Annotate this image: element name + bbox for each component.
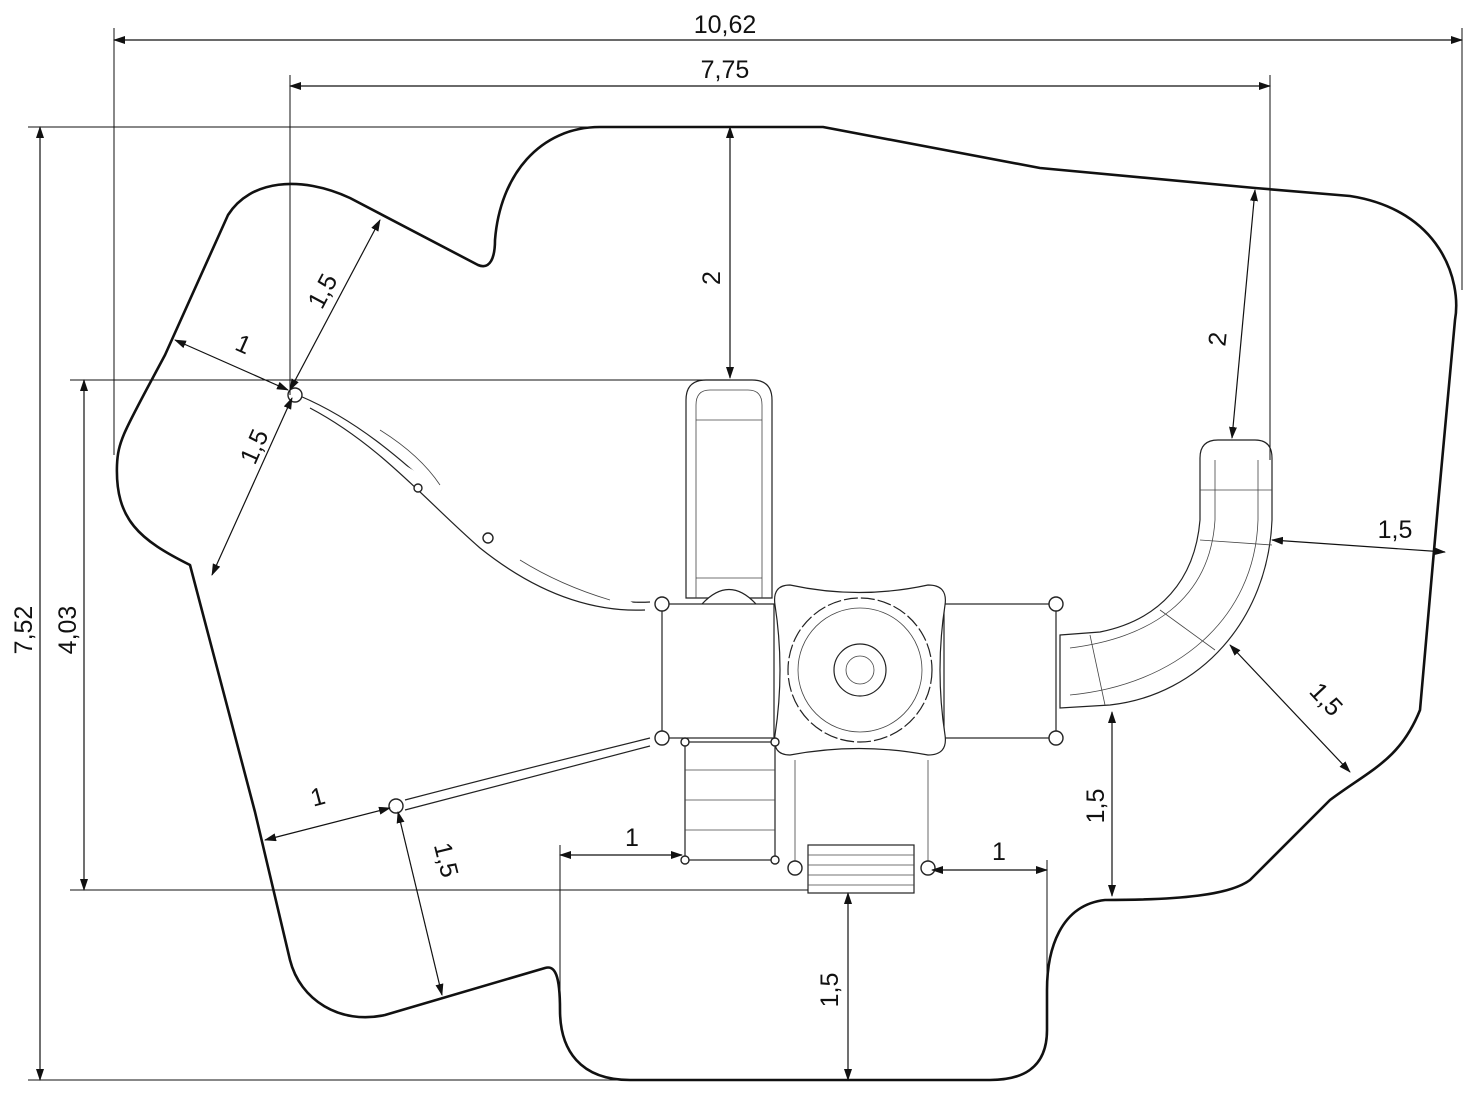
platform-left (661, 603, 775, 739)
dim-rope-lower: 1,5 (428, 840, 464, 881)
roof-flower (773, 584, 946, 756)
dim-left-lower-diag: 1,5 (235, 425, 275, 468)
dim-ladder-side: 1 (625, 824, 639, 852)
dim-bench-side: 1 (992, 838, 1006, 866)
dim-rope-side: 1 (308, 782, 329, 813)
dimension-lines (36, 36, 1463, 1081)
straight-slide (685, 379, 773, 605)
climbing-net (299, 395, 651, 611)
platform-right (943, 603, 1057, 739)
spiral-slide (1059, 439, 1273, 709)
dim-left-tip: 1 (231, 329, 255, 360)
equipment (287, 379, 1273, 894)
dim-structure-width: 7,75 (701, 56, 750, 84)
dim-overall-depth: 7,52 (10, 606, 38, 655)
dim-bottom-clearance: 1,5 (816, 973, 844, 1008)
posts (287, 387, 1064, 876)
bench (794, 760, 929, 894)
ladder (684, 741, 776, 861)
dim-structure-depth: 4,03 (54, 606, 82, 655)
dim-slide-top-clearance: 2 (1203, 331, 1232, 348)
dim-overall-width: 10,62 (694, 11, 757, 39)
rope-bridge (404, 737, 651, 811)
dim-right-vertical: 1,5 (1082, 789, 1110, 824)
dim-slide-curve: 1,5 (1304, 677, 1348, 722)
dim-top-clearance: 2 (698, 271, 726, 285)
dim-left-upper-diag: 1,5 (302, 269, 343, 313)
dim-slide-side: 1,5 (1378, 516, 1413, 544)
